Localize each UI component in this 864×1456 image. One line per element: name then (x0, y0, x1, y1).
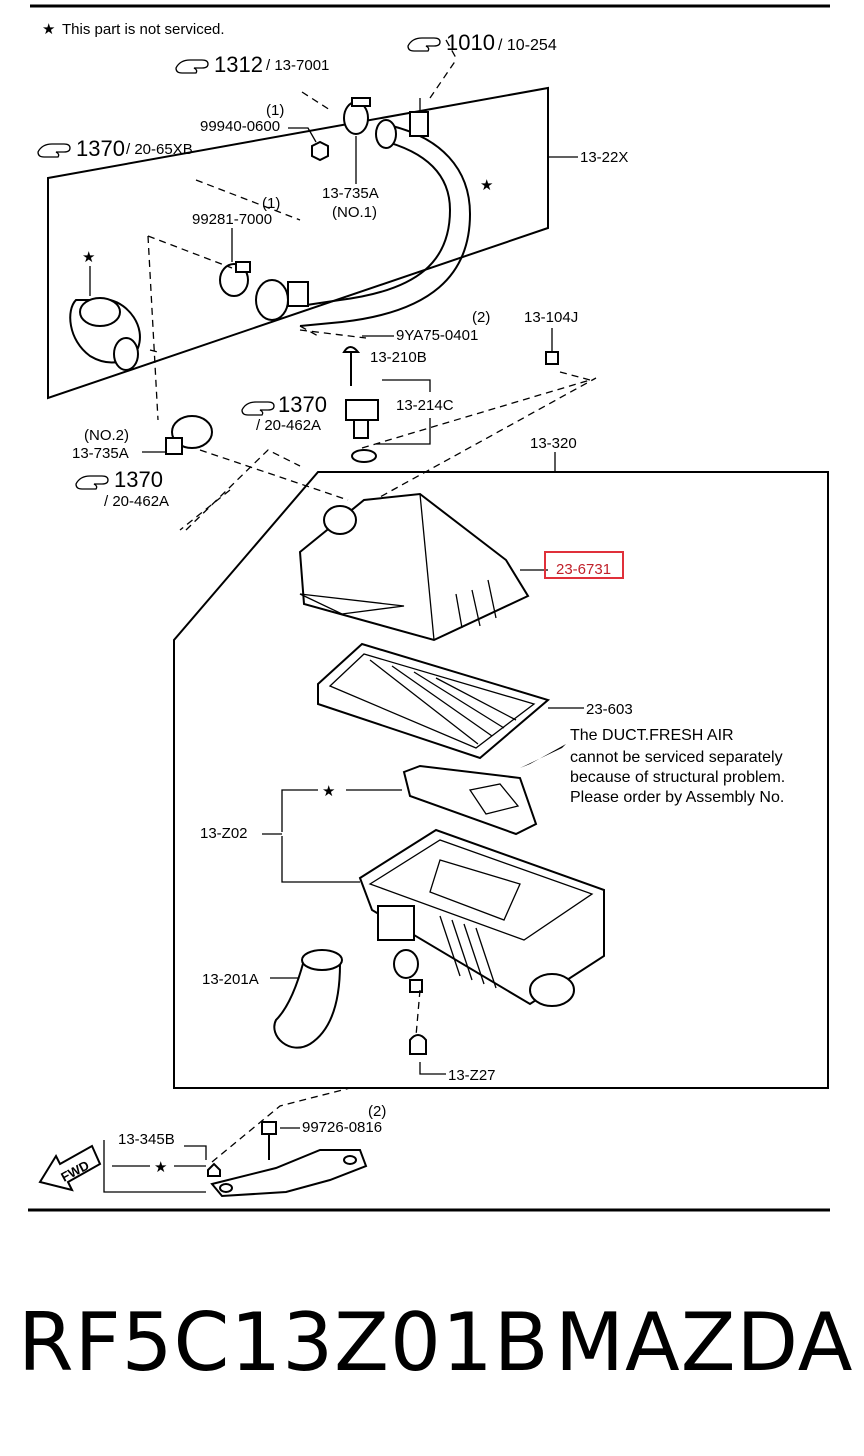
fresh-air-duct (402, 764, 538, 836)
air-filter-element (317, 642, 551, 760)
routing-line-clip (415, 989, 421, 1037)
leader-13-Z27 (419, 1062, 446, 1075)
ref-1010-page: / 10-254 (498, 37, 557, 54)
leader-13-210B (382, 379, 431, 392)
bracket-13-Z02-top (281, 789, 318, 832)
exploded-parts-diagram: ★ This part is not serviced. 1010 / 10-2… (28, 4, 830, 1212)
ref-1312-page: / 13-7001 (266, 57, 329, 74)
bolt-part (261, 1121, 277, 1160)
label-23-6731: 23-6731 (556, 561, 611, 578)
label-13-Z27: 13-Z27 (448, 1067, 496, 1084)
hose-clamp-small (219, 261, 251, 297)
part-number-text: RF5C13Z01B (18, 1296, 550, 1389)
air-flow-sensor (345, 399, 379, 463)
reference-icon (37, 143, 71, 158)
label-13-320: 13-320 (530, 435, 577, 452)
star-hose: ★ (480, 177, 493, 194)
resonator-part (69, 297, 141, 371)
hose-clamp-large (165, 415, 213, 455)
routing-line-bracket (211, 1087, 351, 1163)
star-resonator: ★ (82, 249, 95, 266)
hose-assembly-outline (47, 86, 549, 400)
label-13-735A-no2: (NO.2) (84, 427, 129, 444)
qty-9YA75-0401: (2) (472, 309, 490, 326)
label-13-22X: 13-22X (580, 149, 628, 166)
ref-1370-c-page: / 20-462A (104, 493, 169, 510)
star-bracket: ★ (154, 1159, 167, 1176)
note-line-1: The DUCT.FRESH AIR (570, 727, 734, 744)
legend-text: This part is not serviced. (62, 21, 225, 38)
reference-icon (241, 401, 275, 416)
mounting-bracket (207, 1149, 368, 1198)
note-line-2: cannot be serviced separately (570, 749, 783, 766)
ref-1010-number: 1010 (446, 30, 495, 55)
label-13-345B: 13-345B (118, 1131, 175, 1148)
ref-1370-a-page: / 20-65XB (126, 141, 193, 158)
air-cleaner-assembly-outline (173, 471, 829, 1089)
note-line-3: because of structural problem. (570, 769, 785, 786)
nut-part (311, 140, 329, 162)
intake-pipe (273, 949, 343, 1049)
label-13-735A: 13-735A (72, 445, 129, 462)
air-cleaner-cover (298, 492, 530, 642)
label-99726-0816: 99726-0816 (302, 1119, 382, 1136)
ref-1312-number: 1312 (214, 52, 263, 77)
pcv-nipple (409, 98, 429, 137)
note-pointer (520, 744, 566, 768)
bracket-13-345B (103, 1140, 112, 1193)
hose-clamp-top (343, 97, 371, 135)
qty-99726-0816: (2) (368, 1103, 386, 1120)
label-23-603: 23-603 (586, 701, 633, 718)
brand-text: MAZDA (555, 1296, 854, 1389)
reference-icon (175, 59, 209, 74)
leader-99940-0600 (288, 127, 317, 143)
label-13-735A-top-no: (NO.1) (332, 204, 377, 221)
air-cleaner-case-lower (358, 828, 605, 1007)
legend-star: ★ (42, 21, 55, 38)
grommet-part (393, 949, 423, 993)
qty-99940-0600: (1) (266, 102, 284, 119)
reference-icon (407, 37, 441, 52)
clip-part (409, 1034, 427, 1055)
highlight-box-23-6731 (544, 551, 624, 579)
leader-13-345B (184, 1145, 207, 1160)
air-hose (255, 119, 472, 327)
forward-direction-icon (38, 1144, 102, 1192)
label-13-104J: 13-104J (524, 309, 578, 326)
label-99281-7000: 99281-7000 (192, 211, 272, 228)
leader-13-214C (376, 418, 431, 445)
label-13-Z02: 13-Z02 (200, 825, 248, 842)
star-13-Z02: ★ (322, 783, 335, 800)
ref-1370-c-number: 1370 (114, 467, 163, 492)
label-13-735A-top: 13-735A (322, 185, 379, 202)
reference-icon (75, 475, 109, 490)
qty-99281-7000: (1) (262, 195, 280, 212)
plug-part (545, 351, 559, 365)
routing-lines-b (185, 39, 597, 531)
label-13-210B: 13-210B (370, 349, 427, 366)
ref-1370-b-number: 1370 (278, 392, 327, 417)
bracket-13-Z02-bottom (281, 836, 360, 883)
ref-1370-b-page: / 20-462A (256, 417, 321, 434)
label-9YA75-0401: 9YA75-0401 (396, 327, 478, 344)
label-99940-0600: 99940-0600 (200, 118, 280, 135)
screw-part (342, 346, 361, 386)
label-13-214C: 13-214C (396, 397, 454, 414)
label-13-201A: 13-201A (202, 971, 259, 988)
note-line-4: Please order by Assembly No. (570, 789, 784, 806)
ref-1370-a-number: 1370 (76, 136, 125, 161)
